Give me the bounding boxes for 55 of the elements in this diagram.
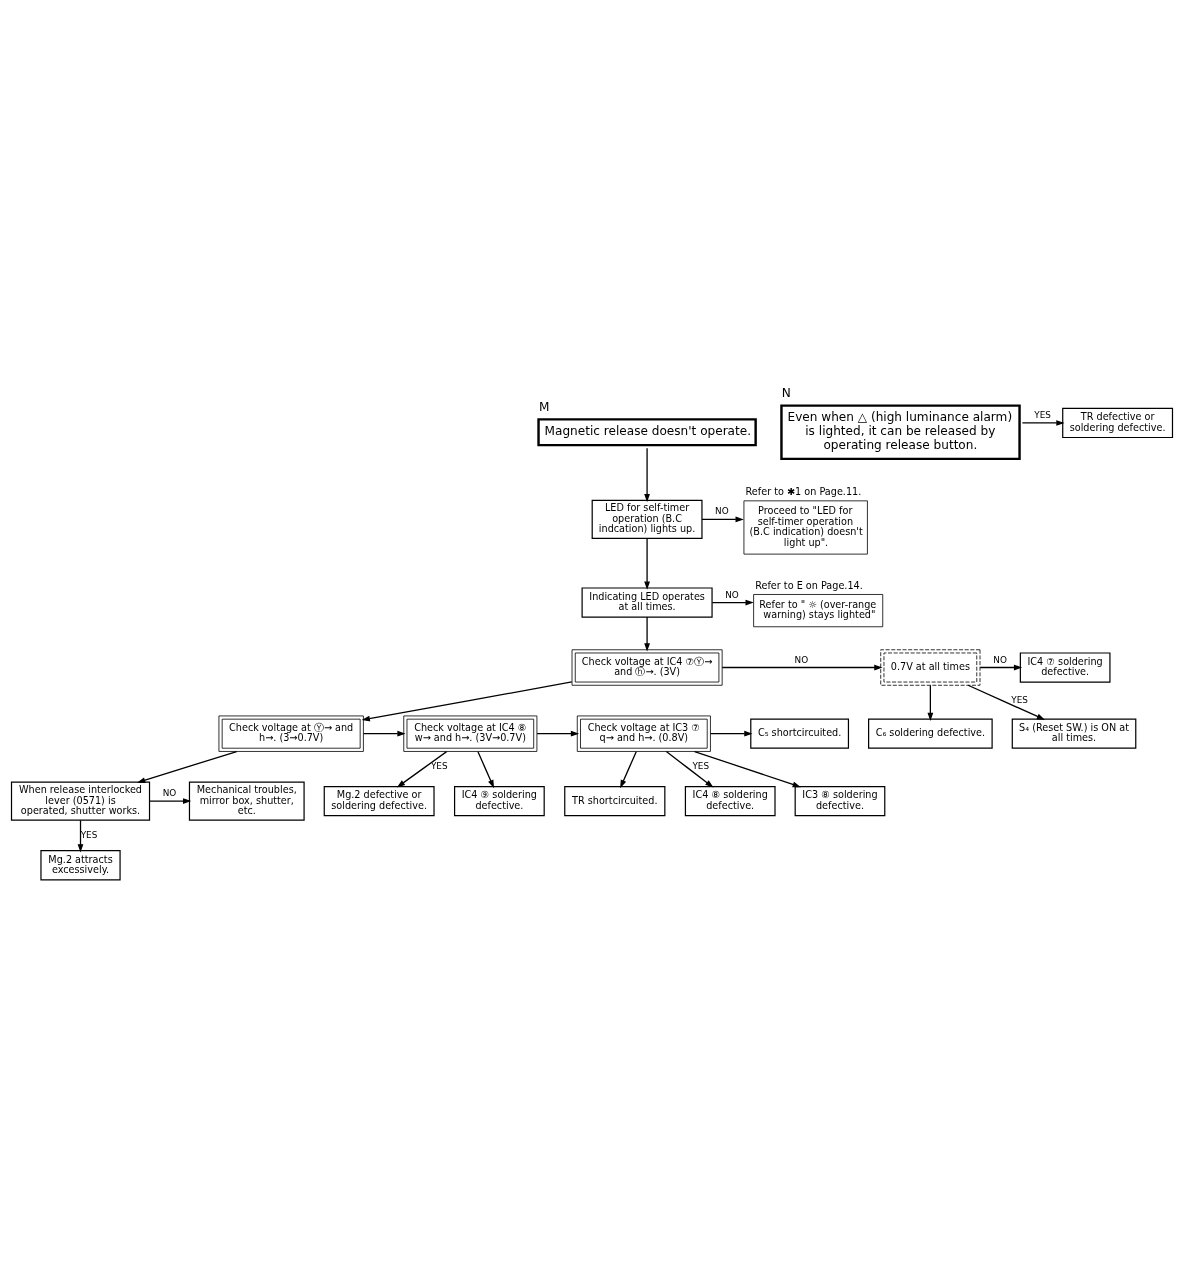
node-label: N xyxy=(781,386,791,401)
node-box: IC4 ⑦ soldering defective. xyxy=(1019,652,1111,683)
node-box: Indicating LED operates at all times. xyxy=(581,587,713,618)
arrow xyxy=(721,664,883,671)
node-box: IC4 ⑨ soldering defective. xyxy=(454,785,545,817)
node-box: Mechanical troubles, mirror box, shutter, etc. xyxy=(188,781,305,821)
node-box: IC3 ⑧ soldering defective. xyxy=(794,785,886,817)
arrow xyxy=(362,730,406,737)
arrow xyxy=(644,616,650,652)
arrow xyxy=(536,730,580,737)
edge-label: YES xyxy=(692,761,710,772)
arrow xyxy=(77,819,84,853)
node-box: Proceed to "LED for self-timer operation (B.C indication) doesn't light up". xyxy=(743,500,868,555)
arrow xyxy=(396,750,448,788)
node-label: Refer to ✱1 on Page.11. xyxy=(745,485,862,497)
node-box: When release interlocked lever (0571) is operated, shutter works. xyxy=(10,781,151,821)
edge-label: YES xyxy=(430,761,448,772)
arrow xyxy=(644,537,650,590)
node-box: IC4 ⑧ soldering defective. xyxy=(684,785,776,817)
arrow xyxy=(1021,420,1065,426)
node-box: Mg.2 defective or soldering defective. xyxy=(323,785,435,817)
edge-label: NO xyxy=(725,589,739,600)
edge-label: NO xyxy=(794,654,809,665)
node-label: Refer to E on Page.14. xyxy=(755,579,863,591)
edge-label: YES xyxy=(1034,409,1051,420)
arrow xyxy=(361,681,573,722)
edge-label: YES xyxy=(80,829,98,840)
edge-label: NO xyxy=(715,506,729,517)
node-box: Mg.2 attracts excessively. xyxy=(40,850,121,881)
arrow xyxy=(967,684,1046,720)
arrow xyxy=(477,751,495,789)
edge-label: NO xyxy=(162,788,177,799)
node-box: TR shortcircuited. xyxy=(564,785,666,817)
arrow xyxy=(701,516,744,523)
node-box: C₅ shortcircuited. xyxy=(750,718,850,749)
arrow xyxy=(148,798,192,804)
arrow xyxy=(644,447,650,503)
arrow xyxy=(709,730,753,737)
node-box: TR defective or soldering defective. xyxy=(1062,407,1174,439)
edge-label: YES xyxy=(1011,694,1028,705)
edge-label: NO xyxy=(993,654,1007,665)
node-box: S₄ (Reset SW.) is ON at all times. xyxy=(1011,718,1137,749)
arrow xyxy=(620,751,637,789)
arrow xyxy=(711,599,754,606)
arrow xyxy=(665,750,714,788)
node-box: Magnetic release doesn't operate. xyxy=(537,418,757,447)
node-box: LED for self-timer operation (B.C indcation) lights up. xyxy=(591,499,703,539)
arrow xyxy=(693,750,801,788)
node-label: M xyxy=(538,399,550,414)
node-box: Even when △ (high luminance alarm) is lighted, it can be released by operating release button. xyxy=(780,404,1021,461)
node-box: Refer to " ☼ (over-range warning) stays lighted" xyxy=(753,594,884,628)
node-box: C₆ soldering defective. xyxy=(868,718,993,749)
arrow xyxy=(979,664,1023,671)
arrow xyxy=(927,684,934,722)
arrow xyxy=(137,750,238,783)
